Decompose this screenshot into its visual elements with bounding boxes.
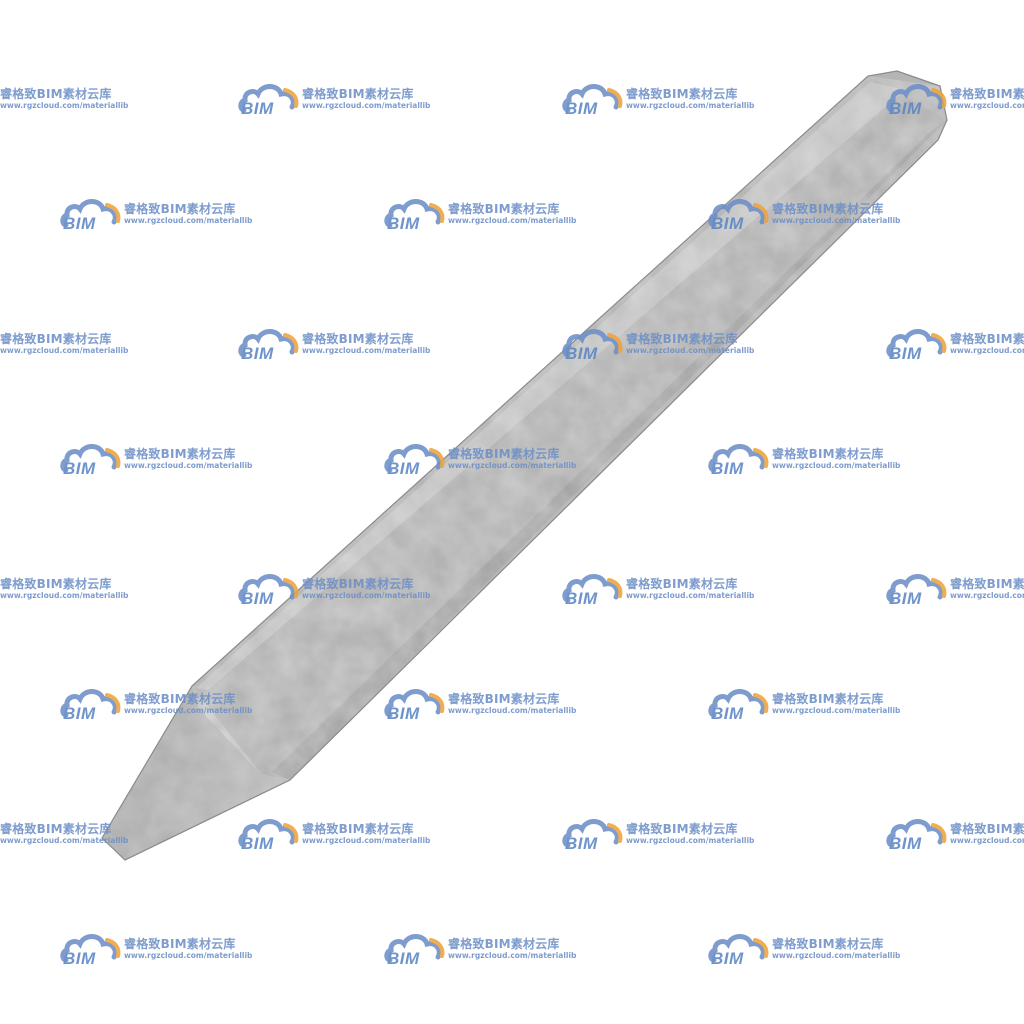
image-canvas: BIM睿格致BIM素材云库www.rgzcloud.com/materialli… (0, 70, 1024, 968)
concrete-stake-illustration (101, 70, 948, 861)
